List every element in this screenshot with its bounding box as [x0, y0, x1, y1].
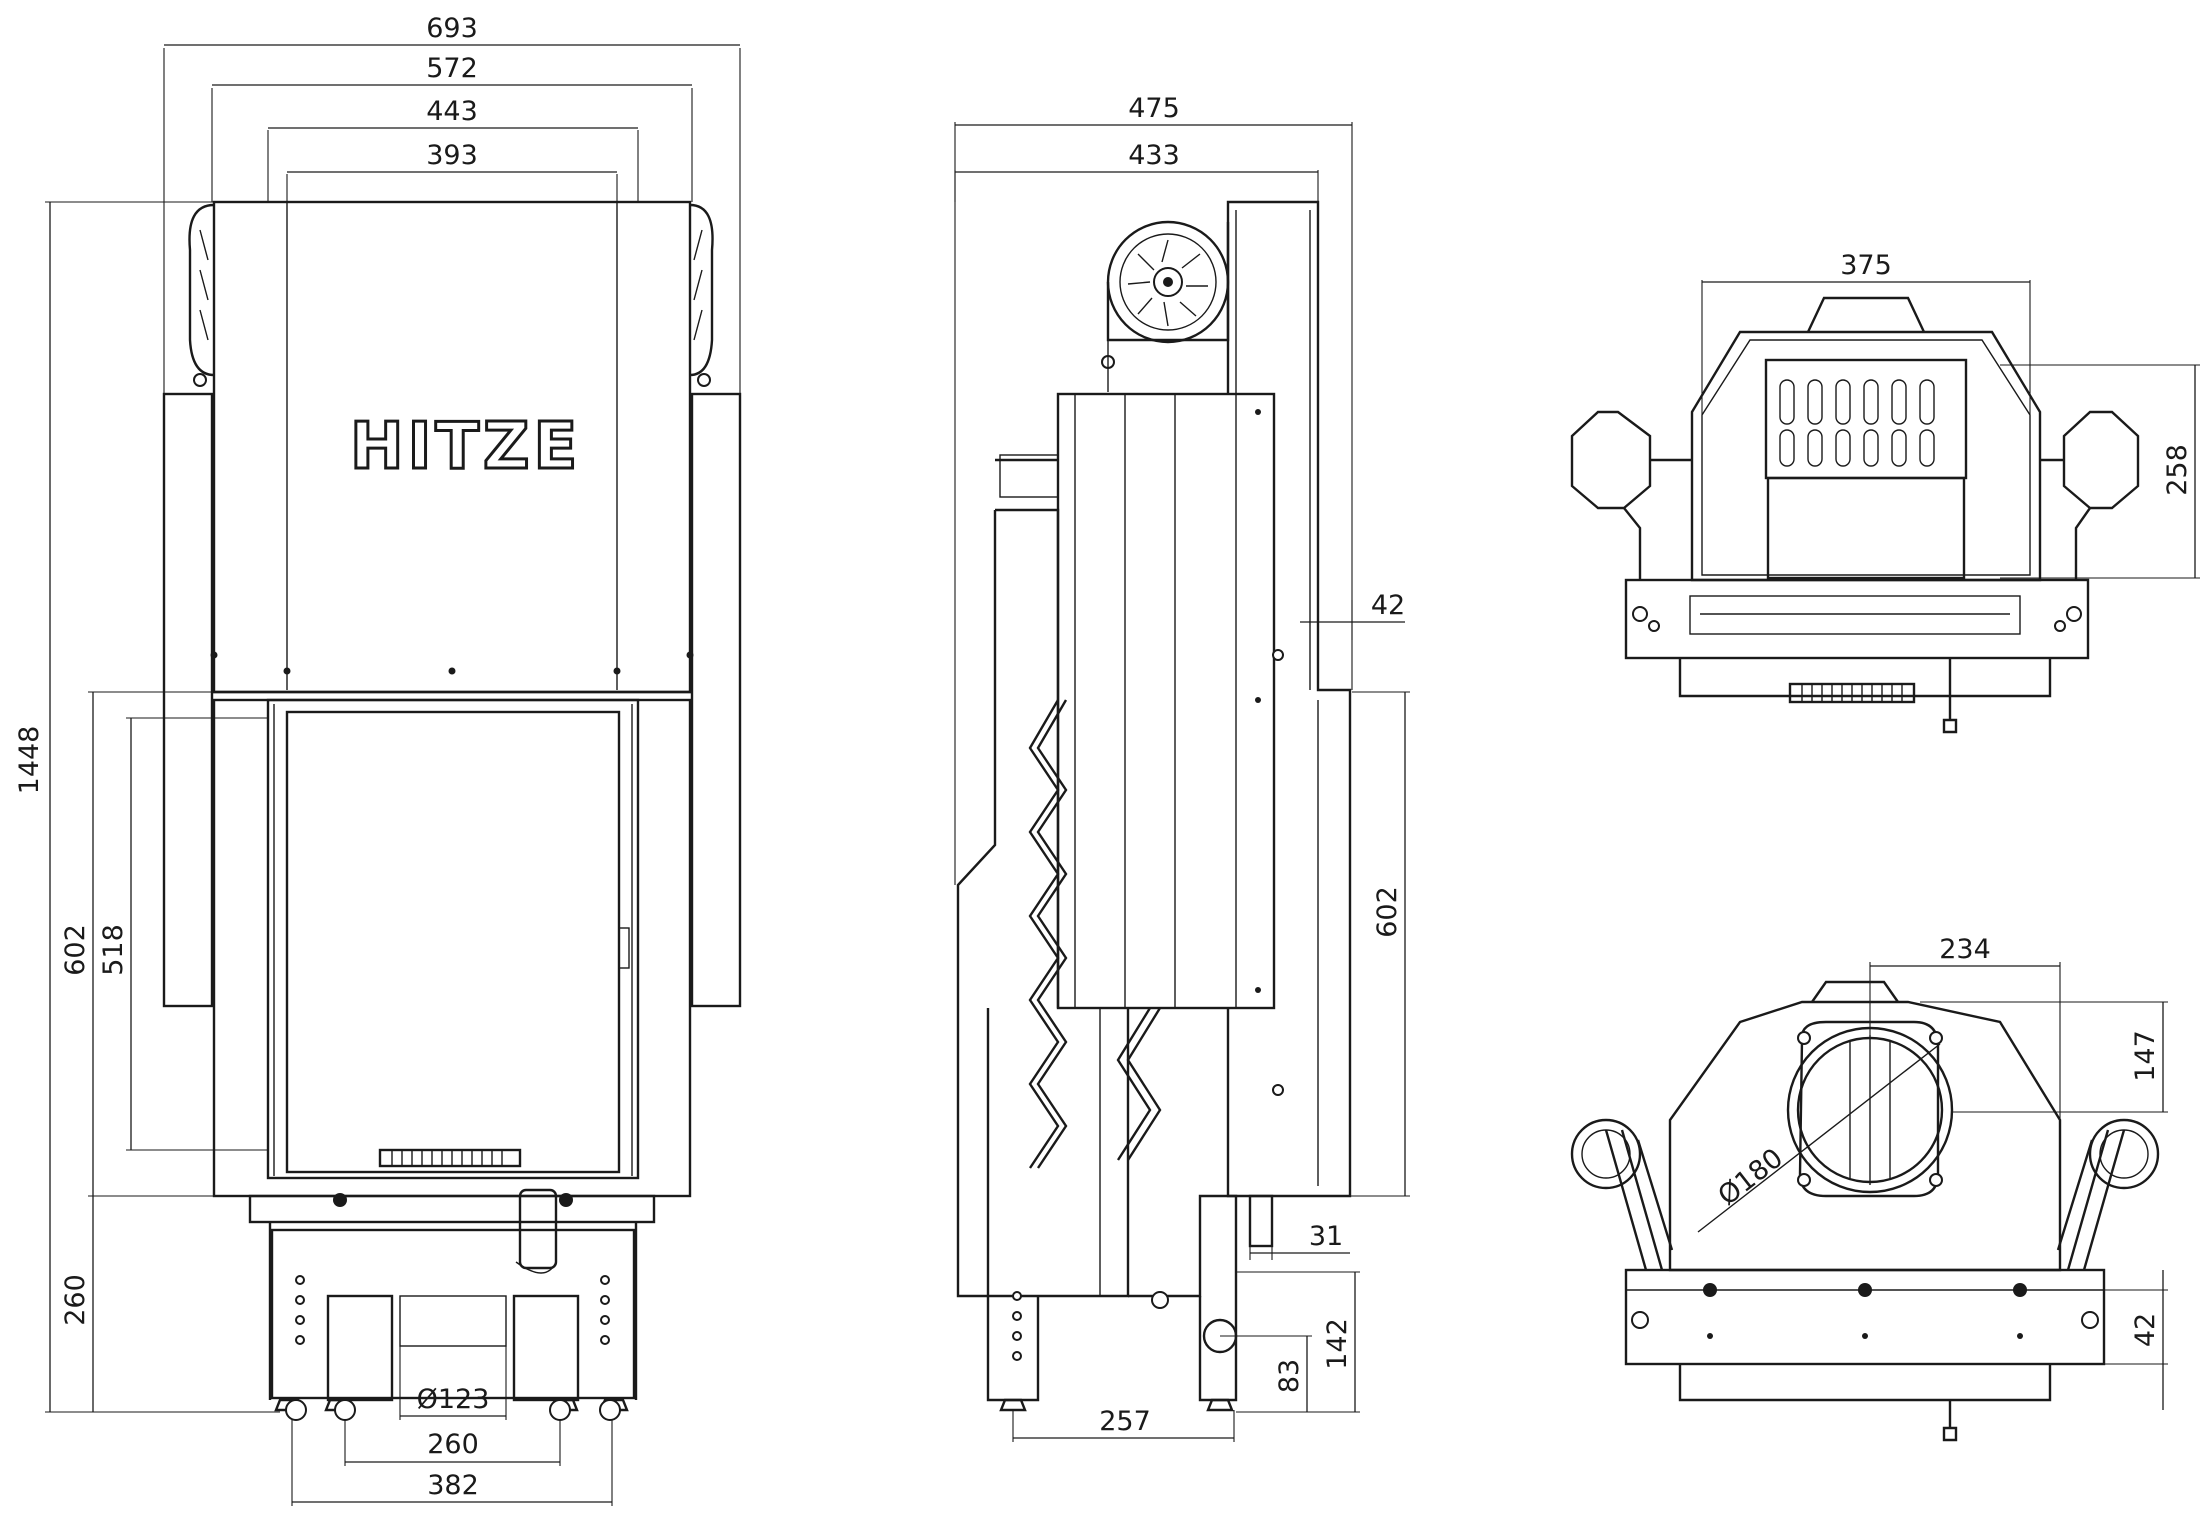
brand-logo: HITZE	[350, 410, 581, 484]
bottom-view	[1570, 980, 2160, 1442]
front-upper-housing	[212, 200, 692, 694]
dim-side-depth-overall: 475	[1128, 93, 1180, 124]
side-main-body	[1056, 392, 1276, 1010]
dim-side-glass-height: 602	[1372, 886, 1403, 938]
dim-bottom-flue-depth: 147	[2130, 1030, 2161, 1082]
dim-front-outlet-diameter: Ø123	[417, 1384, 490, 1415]
front-air-grille	[378, 1148, 522, 1168]
dim-bottom-flue-diameter: Ø180	[1713, 1143, 1789, 1212]
front-left-fan-housing	[188, 203, 215, 377]
top-view-outer-shell	[1690, 330, 2042, 582]
bottom-view-shell	[1668, 1000, 2062, 1272]
dim-front-height-legs: 260	[60, 1274, 91, 1326]
front-view: HITZE	[162, 200, 742, 1421]
dim-top-firebox-width: 375	[1840, 250, 1892, 281]
dim-front-width-overall: 693	[426, 13, 478, 44]
dim-side-air-inlet-height: 142	[1322, 1318, 1353, 1370]
top-view-left-fan	[1570, 410, 1652, 510]
dim-side-panel-offset: 42	[1371, 590, 1405, 621]
bottom-view-base-plate	[1624, 1268, 2106, 1366]
dim-bottom-flue-offset: 234	[1939, 934, 1991, 965]
dim-front-foot-spacing-outer: 382	[427, 1470, 479, 1501]
front-outlet-flange	[399, 1295, 507, 1347]
side-front-leg	[986, 1296, 1040, 1402]
front-left-side-panel	[162, 392, 214, 1008]
side-front-profile	[956, 510, 997, 1298]
side-dimensions: 475 433 42 602 31 142 83 257	[954, 93, 1410, 1442]
dim-side-air-inlet-center: 83	[1274, 1359, 1305, 1393]
front-door-frame	[266, 698, 640, 1180]
dim-front-height-glass: 518	[98, 924, 129, 976]
dim-bottom-base-offset: 42	[2130, 1313, 2161, 1347]
dim-front-height-overall: 1448	[14, 726, 45, 795]
bottom-view-flue-collar	[1798, 1020, 1940, 1198]
front-glass-panel	[285, 710, 621, 1174]
front-right-side-panel	[690, 392, 742, 1008]
dim-front-foot-spacing-inner: 260	[427, 1429, 479, 1460]
bottom-view-right-fan	[2088, 1118, 2160, 1190]
front-right-fan-housing	[689, 203, 714, 377]
dim-front-width-door: 393	[426, 140, 478, 171]
top-view-front-rail	[1624, 578, 2090, 660]
bottom-view-dimensions: 234 147 Ø180 42	[1713, 934, 2168, 1410]
side-heat-exchanger-front	[1028, 699, 1060, 1169]
top-view-grate	[1764, 358, 1968, 480]
dim-side-depth-body: 433	[1128, 140, 1180, 171]
side-heat-exchanger-rear	[1116, 1007, 1152, 1161]
bottom-view-left-fan	[1570, 1118, 1642, 1190]
front-base-stand	[270, 1228, 636, 1400]
dim-top-firebox-depth: 258	[2162, 444, 2193, 496]
dim-side-air-inlet-offset: 31	[1309, 1221, 1343, 1252]
dim-front-height-glass-frame: 602	[60, 924, 91, 976]
top-view	[1570, 296, 2140, 734]
side-view	[956, 200, 1352, 1412]
dim-side-foot-depth: 257	[1099, 1406, 1151, 1437]
dim-front-width-body: 572	[426, 53, 478, 84]
dim-front-width-inner: 443	[426, 96, 478, 127]
front-dimensions: 693 572 443 393 1448 602 518 260 Ø123	[14, 13, 741, 1506]
side-bottom-bracket	[1248, 1194, 1274, 1248]
top-view-dimensions: 375 258	[1701, 250, 2200, 579]
top-view-right-fan	[2062, 410, 2140, 510]
